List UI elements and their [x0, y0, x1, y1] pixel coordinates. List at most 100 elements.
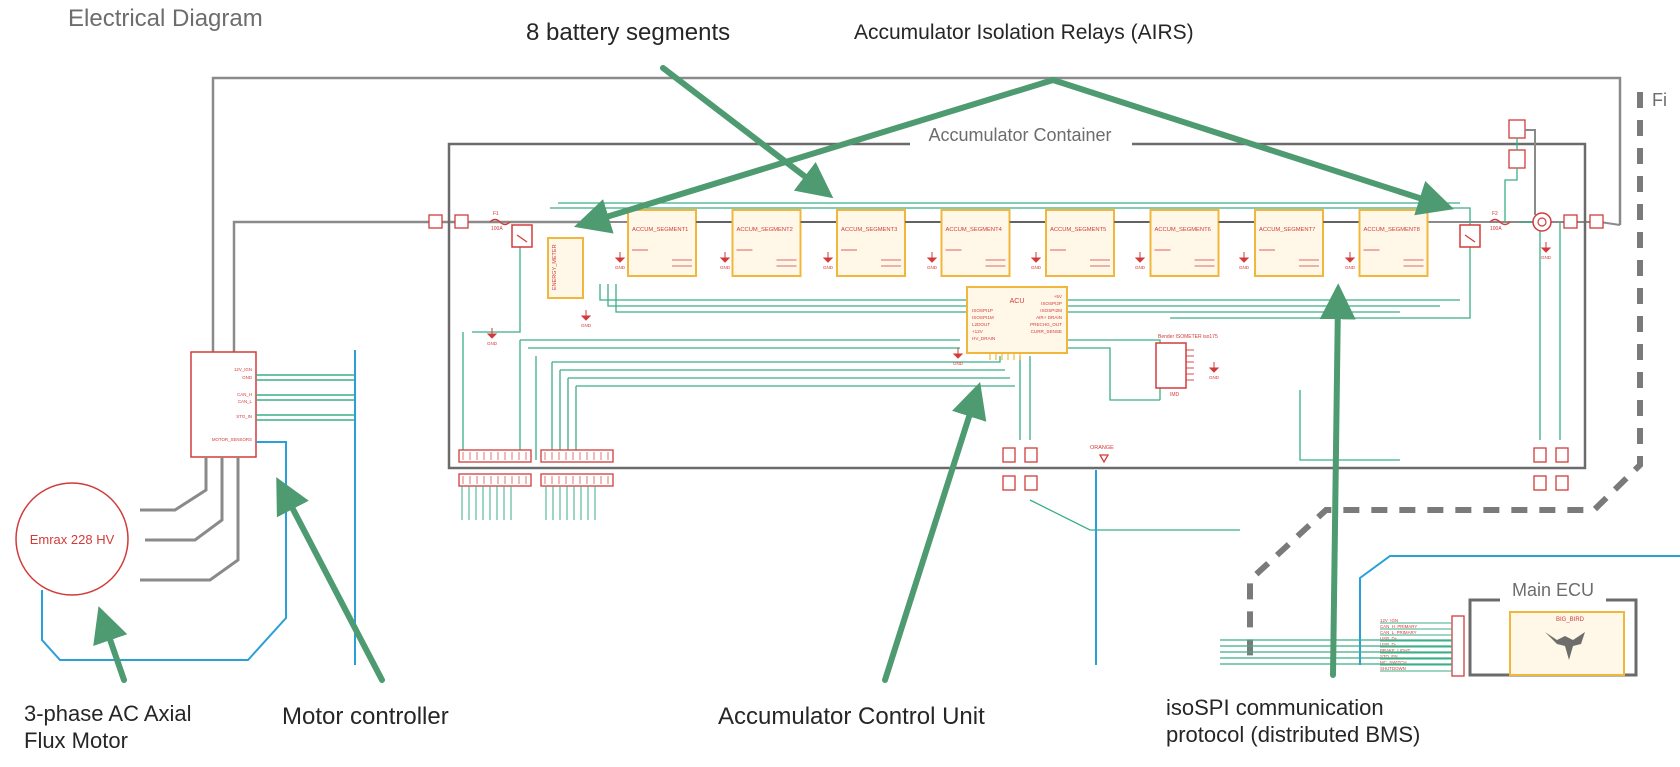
acu-pins: ISOSPI1PISOSPI1ML2DOUT+12VHV_DRAIN+5VISO…: [972, 294, 1063, 360]
callout-airs: Accumulator Isolation Relays (AIRS): [854, 21, 1194, 44]
ground-label: GND: [927, 265, 938, 270]
callout-acu: Accumulator Control Unit: [718, 703, 985, 730]
arrow-motor: [93, 606, 128, 683]
main-ecu-label-bg: [1500, 580, 1606, 604]
mc-output-wires: [256, 374, 355, 421]
imd-label: Bender ISOMETER iso175: [1158, 334, 1218, 340]
right-connector-1: [1533, 447, 1547, 463]
ground-symbol: [614, 252, 626, 263]
battery-segment-label: ACCUM_SEGMENT2: [737, 227, 793, 233]
ecu-pin-label: MC_SWITCH: [1380, 660, 1407, 665]
right-connector-3: [1533, 475, 1547, 491]
lv-connector-2: [1024, 447, 1038, 463]
arrow-motor-controller: [276, 477, 385, 683]
battery-segment-label: ACCUM_SEGMENT1: [632, 227, 688, 233]
container-label: Accumulator Container: [928, 125, 1111, 145]
ecu-pin-label: CAN_L_PRIMARY: [1380, 630, 1417, 635]
motor: [15, 482, 129, 596]
lv-connector-4: [1024, 475, 1038, 491]
air-relay-right-contact: [1464, 234, 1476, 243]
imd-sub: IMD: [1170, 392, 1180, 398]
connector-left-1: [428, 214, 443, 229]
ecu-connector: [1451, 615, 1465, 677]
ground-symbol: [926, 252, 938, 263]
battery-segments: ACCUM_SEGMENT1 ACCUM_SEGMENT2 ACCUM_SEGMEN…: [627, 209, 1429, 277]
ground-symbol: [486, 328, 498, 339]
ecu-pin-label: CAN_H_PRIMARY: [1380, 624, 1417, 629]
air-relay-right: [1459, 224, 1481, 248]
ground-label: GND: [1345, 265, 1356, 270]
mc-pin-label: MOTOR_SENSORS: [212, 437, 252, 442]
mc-pin-label: CAN_L: [238, 399, 253, 404]
battery-segment: [940, 209, 1011, 277]
battery-segment: [627, 209, 697, 277]
battery-segment-label: ACCUM_SEGMENT7: [1259, 227, 1315, 233]
ground-label: GND: [487, 341, 498, 346]
shutdown-connector-1: [1508, 119, 1526, 139]
ground-symbol: [1208, 362, 1220, 373]
battery-segment-label: ACCUM_SEGMENT4: [946, 227, 1003, 233]
ecu-blue-frame: [1359, 555, 1680, 665]
ecu-pin-label: 12V_IGN: [1380, 618, 1398, 623]
arrow-isospi: [1319, 283, 1356, 678]
ground-symbol: [952, 348, 964, 359]
right-connector-4: [1555, 475, 1569, 491]
battery-segment-label: ACCUM_SEGMENT5: [1050, 227, 1106, 233]
acu-pin-label: CURR_SENSE: [1031, 329, 1062, 334]
shutdown-connector-2: [1508, 149, 1526, 169]
ground-symbol: [1030, 252, 1042, 263]
mc-pin-label: 12V_IGN: [234, 367, 252, 372]
mc-pin-label: STO_IN: [236, 414, 252, 419]
air-relay-left: [511, 224, 533, 248]
energy-meter-label: ENERGY_METER: [552, 244, 558, 290]
ground-symbol: [580, 310, 592, 321]
right-connector-2: [1555, 447, 1569, 463]
acu-pin-label: ISOSPI1P: [972, 308, 993, 313]
energy-meter: [547, 237, 584, 299]
main-ecu-chip-label: BIG_BIRD: [1556, 617, 1585, 623]
firewall-dashed-line: [1247, 92, 1643, 665]
ecu-pin-label: USB_D-: [1380, 642, 1397, 647]
fuse-f2: F2: [1492, 211, 1498, 217]
bottom-connectors: [458, 449, 614, 520]
fuse-f1-symbol: [489, 218, 511, 226]
fuse-f1: F1: [493, 211, 499, 217]
imd-block: [1155, 342, 1187, 389]
battery-segment: [1149, 209, 1220, 277]
outer-gray-wire: [211, 76, 1622, 372]
battery-segment: [836, 209, 906, 277]
battery-segment-label: ACCUM_SEGMENT8: [1364, 227, 1420, 233]
shutdown-wire-2: [1525, 129, 1536, 215]
ground-symbol: [822, 252, 834, 263]
ground-label: GND: [1239, 265, 1250, 270]
ground-symbol: [1344, 252, 1356, 263]
lv-connector-3: [1002, 475, 1016, 491]
lv-connector-1: [1002, 447, 1016, 463]
motor-label: Emrax 228 HV: [30, 532, 115, 547]
inner-gray-wire: [232, 220, 610, 372]
fuse-f1-rating: 100A: [491, 226, 503, 232]
mc-pin-label: GND: [242, 375, 252, 380]
container-label-bg: [910, 125, 1132, 149]
three-phase-wires: [140, 457, 240, 582]
orange-led-label: ORANGE: [1090, 445, 1114, 451]
ecu-pins: 12V_IGNCAN_H_PRIMARYCAN_L_PRIMARYUSB_D+U…: [1380, 618, 1452, 672]
connector-left-2: [454, 214, 469, 229]
battery-segment-label: ACCUM_SEGMENT6: [1155, 227, 1211, 233]
ground-label: GND: [1031, 265, 1042, 270]
arrow-acu: [882, 381, 987, 683]
callout-arrows: [93, 65, 1454, 683]
firewall-label: Fi: [1652, 90, 1667, 110]
ground-label: GND: [1209, 375, 1220, 380]
arrow-air-left: [573, 77, 1056, 234]
acu-pin-label: ISOSPI1M: [972, 315, 994, 320]
ground-label: GND: [1135, 265, 1146, 270]
connector-right-2: [1589, 214, 1604, 229]
ecu-pin-label: SHUTDOWN: [1380, 666, 1406, 671]
motor-controller-block: [190, 351, 257, 458]
acu-block: [966, 286, 1068, 354]
blue-wire-motor: [41, 441, 287, 661]
battery-segment-label: ACCUM_SEGMENT3: [841, 227, 897, 233]
acu-pin-label: PRECHG_OUT: [1030, 322, 1062, 327]
